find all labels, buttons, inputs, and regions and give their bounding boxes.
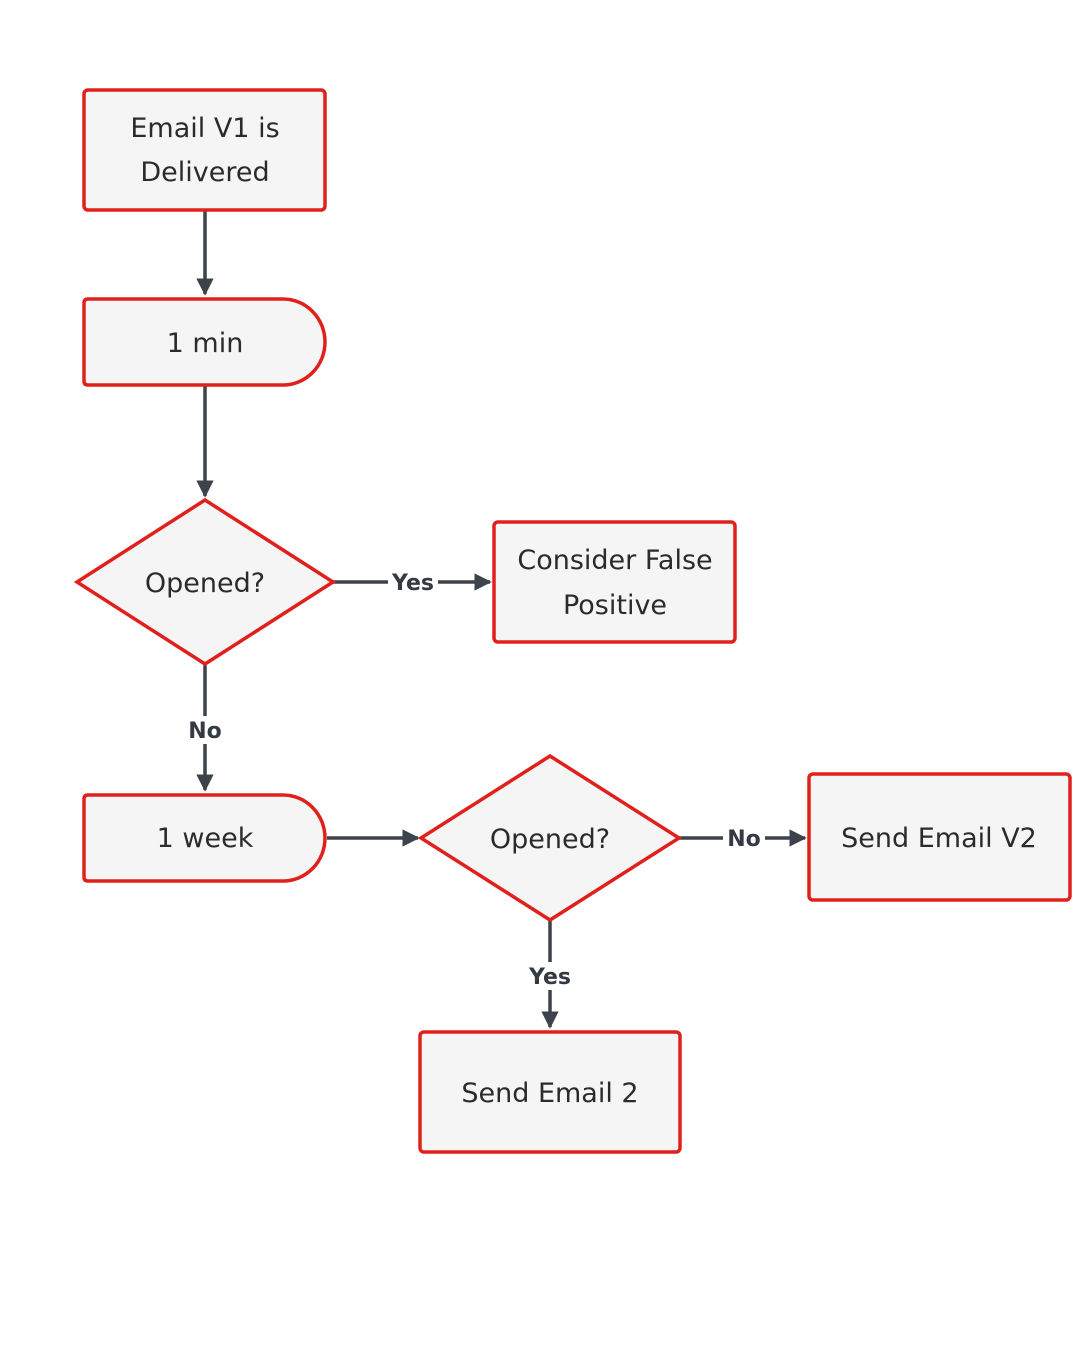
node-false-positive-line-2: Positive — [563, 590, 667, 621]
node-email-delivered-line-1: Email V1 is — [130, 113, 279, 144]
node-send-email-2: Send Email 2 — [418, 1030, 682, 1154]
node-send-email-2-label: Send Email 2 — [461, 1078, 638, 1109]
edge-label-yes-1: Yes — [391, 571, 434, 596]
edge-label-no-2: No — [727, 827, 761, 852]
node-email-delivered: Email V1 is Delivered — [82, 88, 327, 212]
node-delay-1-min-label: 1 min — [167, 328, 244, 359]
node-decision-opened-2-label: Opened? — [490, 824, 610, 855]
node-send-email-v2: Send Email V2 — [807, 772, 1072, 902]
node-send-email-v2-label: Send Email V2 — [841, 823, 1037, 854]
node-delay-1-week-label: 1 week — [157, 823, 254, 854]
node-consider-false-positive: Consider False Positive — [492, 520, 737, 644]
node-email-delivered-line-2: Delivered — [140, 157, 269, 188]
edge-labels: Yes No No Yes — [184, 569, 765, 990]
node-false-positive-line-1: Consider False — [517, 545, 712, 576]
node-decision-opened-1: Opened? — [73, 497, 337, 667]
edge-label-no-1: No — [188, 719, 222, 744]
node-delay-1-week: 1 week — [82, 793, 327, 883]
edge-label-yes-2: Yes — [528, 965, 571, 990]
node-decision-opened-1-label: Opened? — [145, 568, 265, 599]
node-delay-1-min: 1 min — [82, 297, 327, 387]
node-decision-opened-2: Opened? — [417, 753, 683, 923]
